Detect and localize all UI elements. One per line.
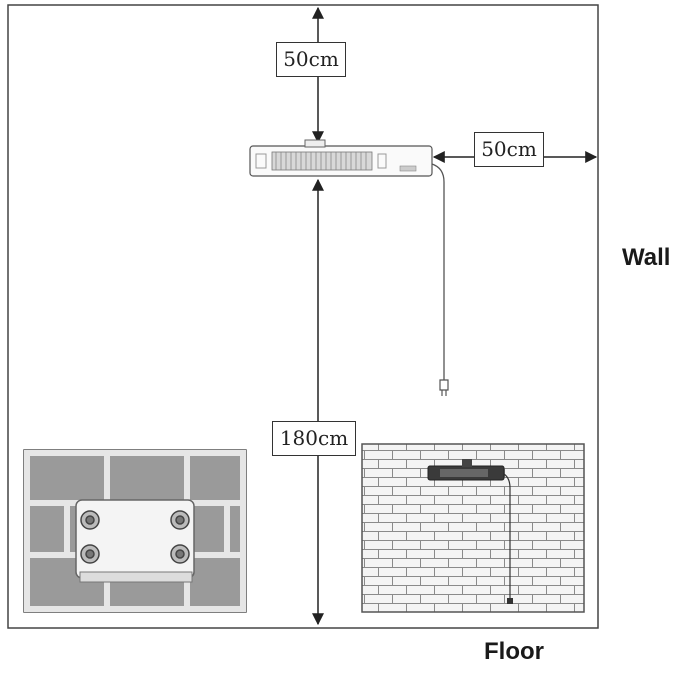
side-clearance-label: 50cm (474, 132, 544, 167)
mount-height-label: 180cm (272, 421, 356, 456)
floor-label: Floor (484, 638, 544, 665)
top-clearance-label: 50cm (276, 42, 346, 77)
bracket-detail-inset (23, 449, 247, 613)
wall-label: Wall (622, 244, 671, 271)
power-cord (431, 163, 445, 380)
heater-unit (249, 139, 433, 177)
power-plug-icon (439, 379, 449, 396)
wall-outline (7, 4, 599, 629)
wall-mounted-heater-inset (361, 443, 585, 613)
bolt-icon (80, 510, 190, 564)
